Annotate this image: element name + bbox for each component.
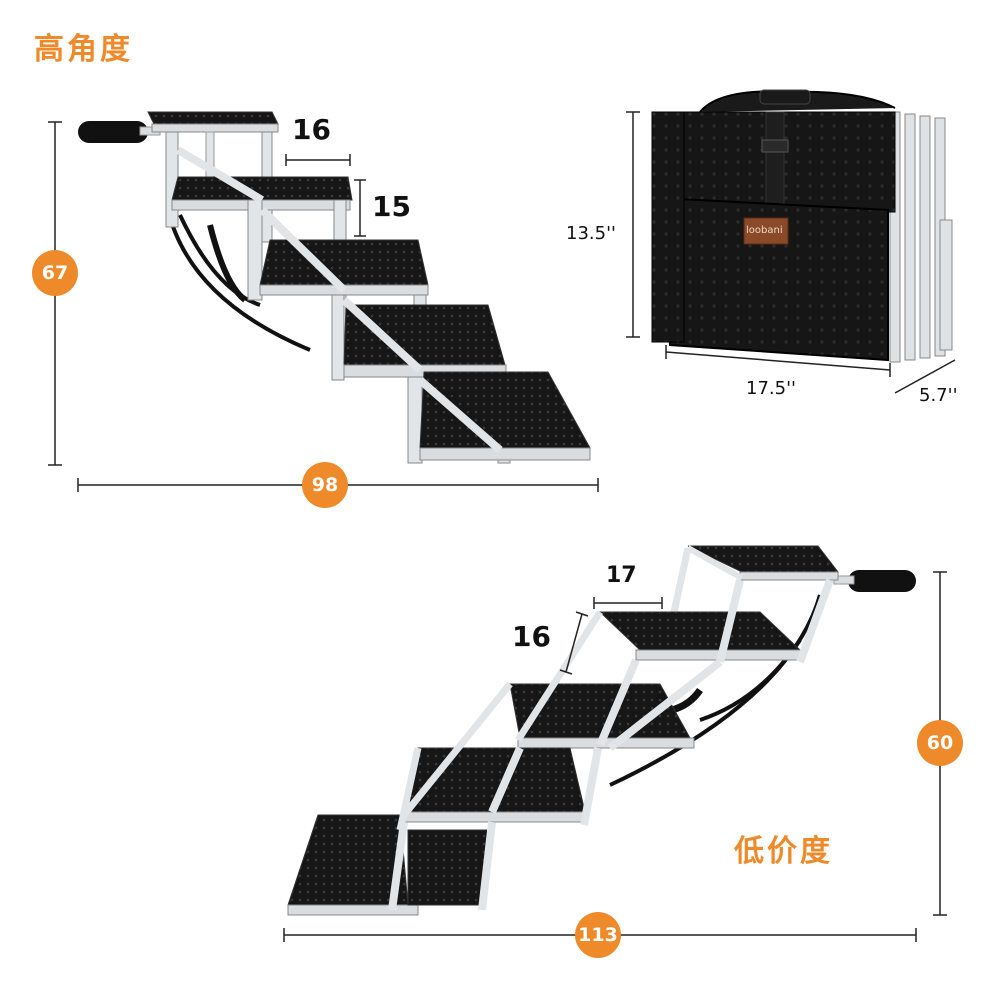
high-step-depth-label: 16 (292, 113, 331, 146)
high-angle-title: 高角度 (34, 32, 133, 67)
high-step-rise-label: 15 (372, 190, 411, 223)
handle-grip (78, 121, 148, 143)
low-step-rise-label: 16 (512, 620, 551, 653)
high-height-badge: 67 (32, 250, 78, 296)
low-height-badge: 60 (917, 720, 963, 766)
folded-dimensions (626, 111, 956, 394)
brand-logo-text: loobani (746, 225, 783, 236)
high-angle-stairs (78, 111, 591, 464)
low-angle-stairs (287, 545, 916, 916)
high-length-badge: 98 (302, 462, 348, 508)
brand-tag (743, 217, 789, 245)
folded-stairs-in-bag (651, 89, 953, 363)
folded-depth-label: 5.7'' (919, 385, 958, 406)
low-step-depth-label: 17 (606, 563, 637, 588)
low-length-badge: 113 (575, 912, 621, 958)
handle-grip-low (848, 570, 916, 592)
folded-height-label: 13.5'' (566, 223, 616, 244)
folded-width-label: 17.5'' (746, 378, 796, 399)
low-angle-title: 低价度 (734, 834, 833, 869)
